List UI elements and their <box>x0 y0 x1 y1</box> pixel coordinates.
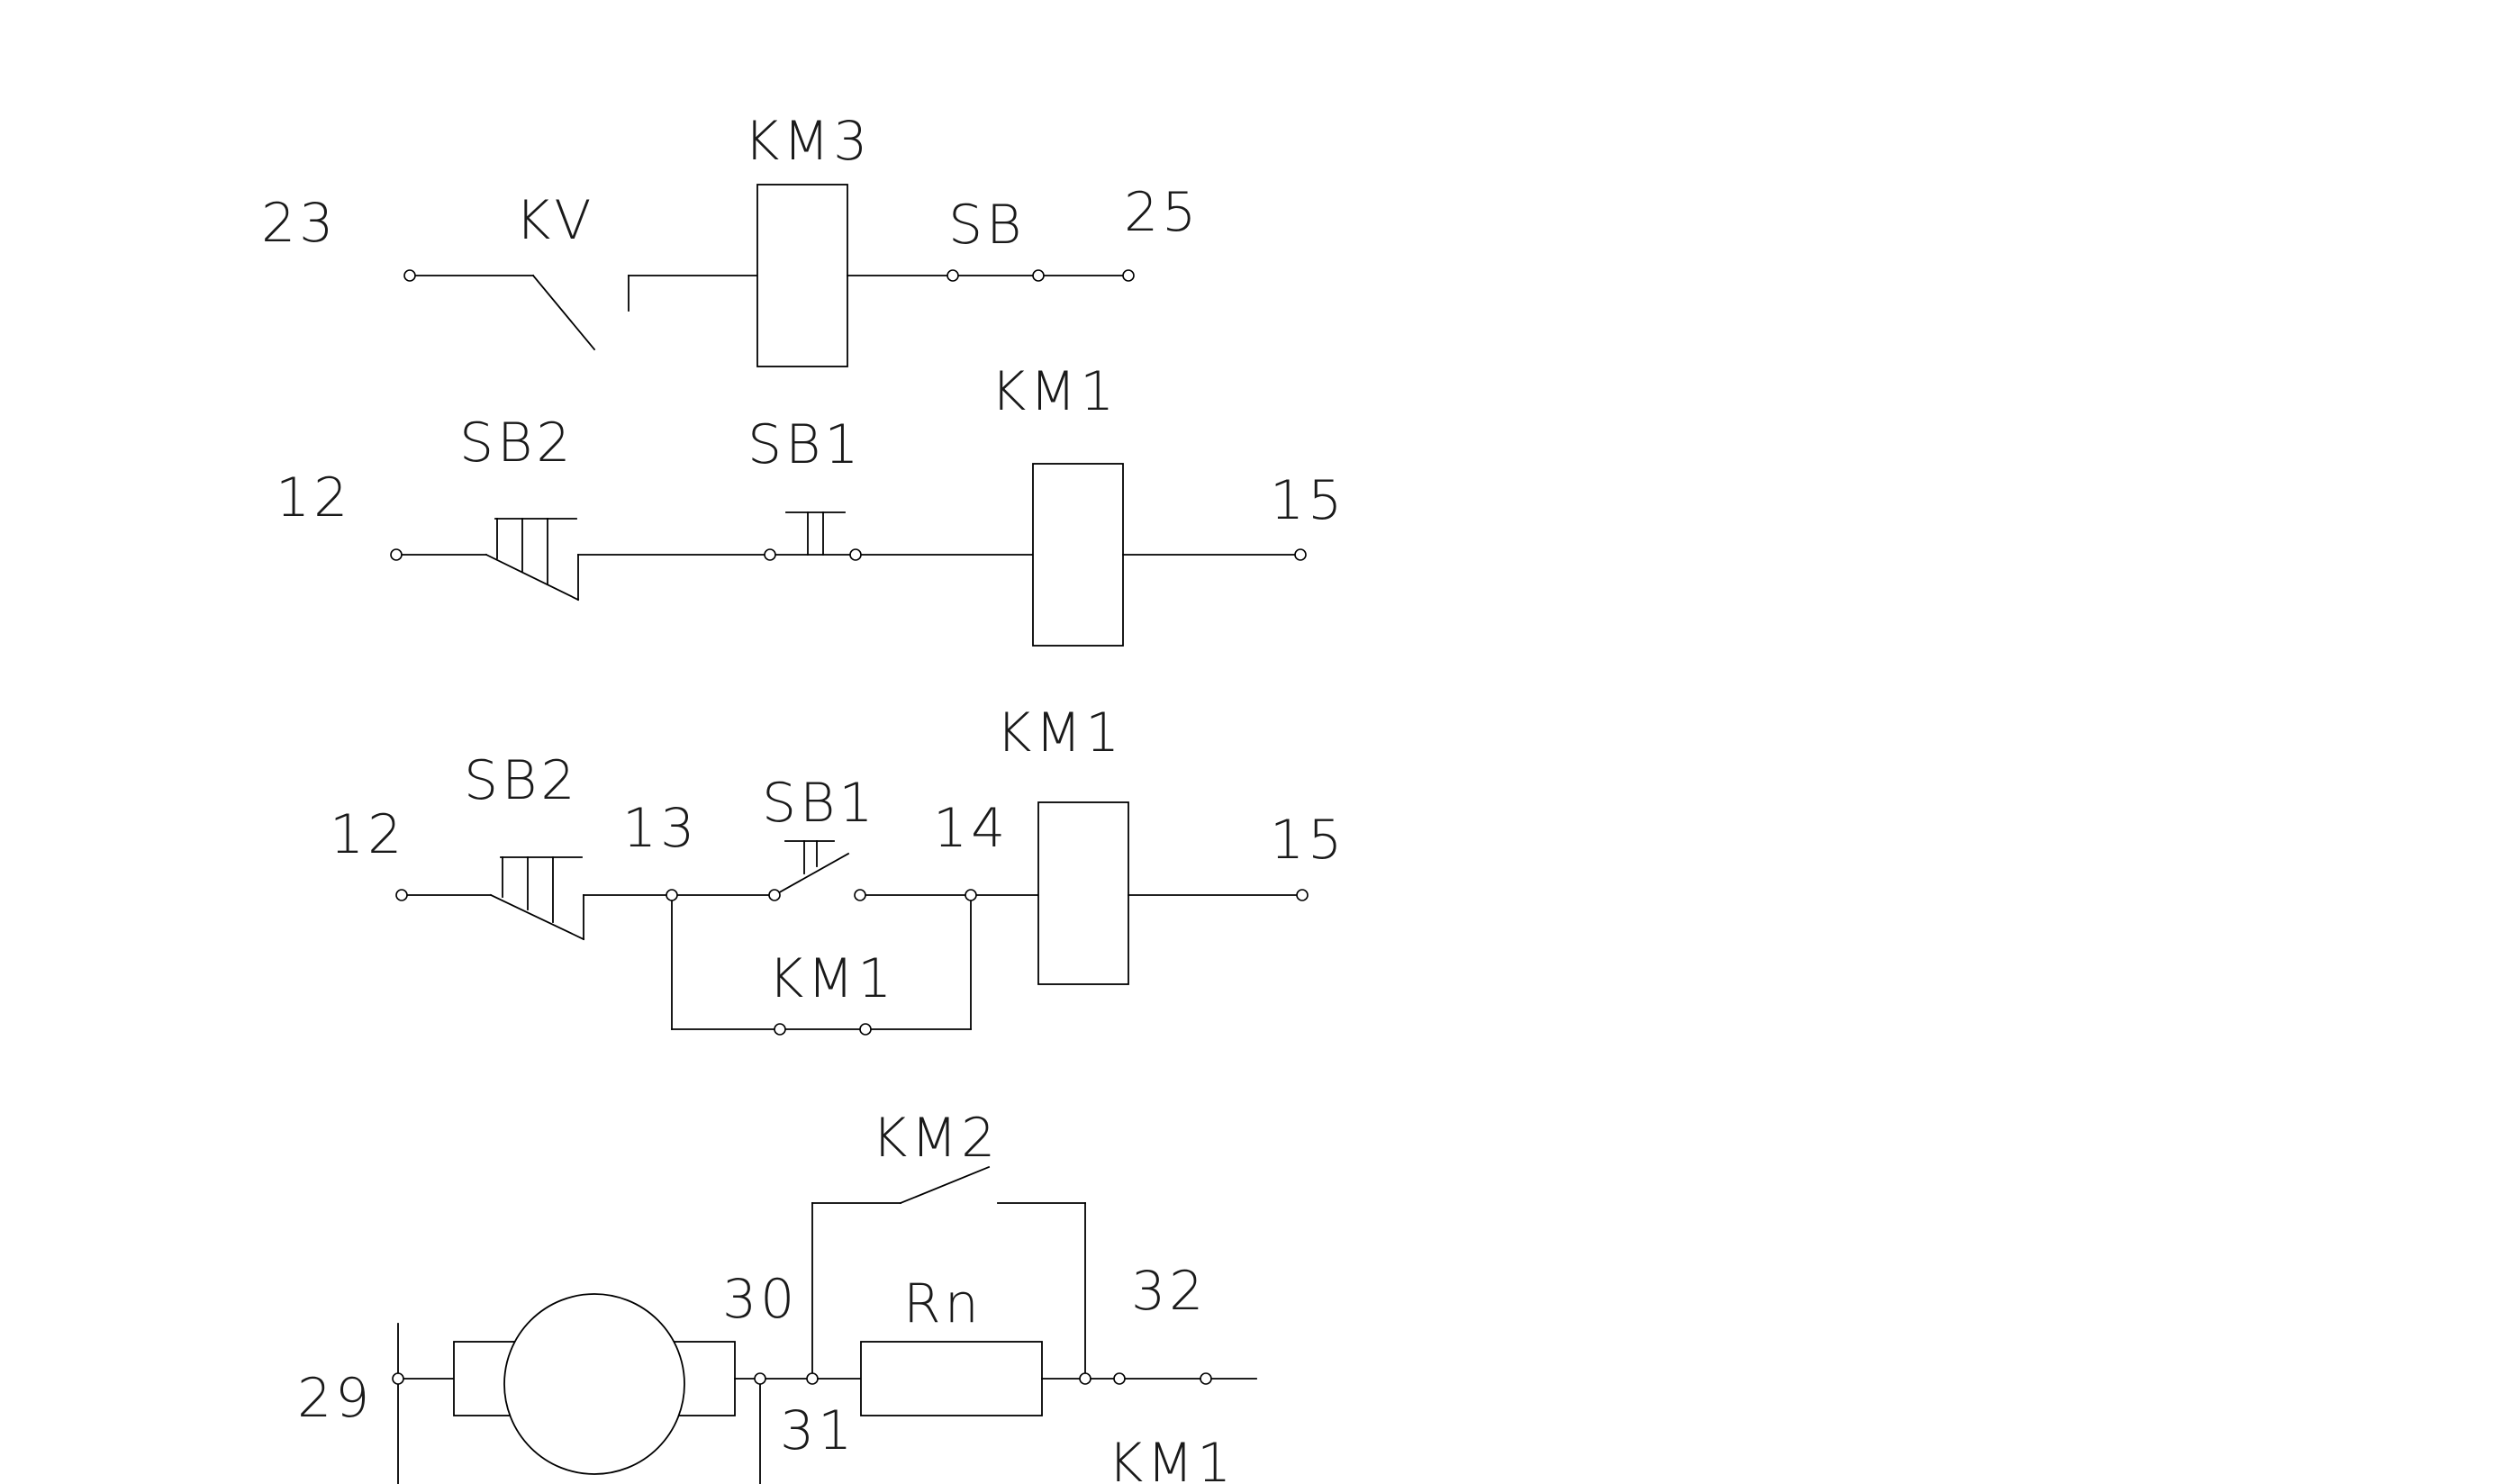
sb1-button-label: SB1 <box>747 413 863 476</box>
kv-contact-blade <box>531 274 596 351</box>
sb2-button-label: SB2 <box>464 749 579 812</box>
terminal <box>1294 548 1307 561</box>
terminal <box>1122 269 1135 282</box>
resistor-label: Rn <box>903 1272 983 1335</box>
terminal <box>849 548 862 561</box>
row-3-circuit: 12 SB2 13 SB1 14 KM1 15 KM1 <box>330 701 1345 1036</box>
km1-hold-contact-label: KM1 <box>768 947 895 1010</box>
node-label-12: 12 <box>330 803 405 866</box>
sb2-button-label: SB2 <box>459 412 575 475</box>
terminal <box>403 269 416 282</box>
km1-coil-label: KM1 <box>996 701 1123 765</box>
sb2-stop-button <box>485 518 580 602</box>
terminal <box>754 1372 766 1385</box>
sb1-start-button <box>769 511 856 556</box>
terminal <box>965 889 977 901</box>
terminal <box>395 889 408 901</box>
terminal <box>1200 1372 1212 1385</box>
km1-contact-label: KM1 <box>1108 1432 1235 1484</box>
node-label-13: 13 <box>622 797 698 860</box>
node-label-23: 23 <box>261 192 337 255</box>
km2-bypass-branch <box>811 1165 1086 1380</box>
kv-contact-label: KV <box>515 189 594 252</box>
terminal <box>1032 269 1045 282</box>
resistor-rn <box>860 1341 1043 1416</box>
terminal <box>1113 1372 1126 1385</box>
terminal <box>390 548 403 561</box>
node-label-29: 29 <box>297 1367 373 1430</box>
terminal <box>854 889 866 901</box>
terminal <box>768 889 781 901</box>
terminal <box>666 889 678 901</box>
motor <box>453 1293 736 1475</box>
node-label-15: 15 <box>1270 469 1345 532</box>
node-label-31: 31 <box>780 1399 856 1462</box>
sb-switch-label: SB <box>948 194 1025 257</box>
row-1-circuit: 23 KV KM3 SB 25 <box>261 110 1200 367</box>
km1-coil <box>1032 463 1124 647</box>
node-label-30: 30 <box>722 1268 798 1331</box>
km3-coil-label: KM3 <box>744 110 871 173</box>
terminal <box>1079 1372 1091 1385</box>
sb1-start-button <box>773 840 850 897</box>
terminal <box>392 1372 404 1385</box>
terminal <box>774 1023 786 1036</box>
terminal <box>859 1023 872 1036</box>
terminal <box>1296 889 1309 901</box>
row-4-circuit: KM2 29 M 30 Rn 32 31 KM1 <box>297 1107 1257 1484</box>
km3-coil <box>756 184 848 367</box>
km1-coil <box>1037 801 1129 985</box>
terminal <box>947 269 959 282</box>
node-label-32: 32 <box>1131 1260 1207 1323</box>
terminal <box>764 548 776 561</box>
km1-hold-contact-branch <box>671 894 972 1030</box>
node-label-12: 12 <box>276 466 351 529</box>
node-label-15: 15 <box>1270 809 1345 872</box>
node-label-25: 25 <box>1124 181 1200 244</box>
km2-contact-label: KM2 <box>872 1107 999 1170</box>
km1-coil-label: KM1 <box>991 360 1118 423</box>
sb1-button-label: SB1 <box>762 772 877 835</box>
terminal <box>806 1372 819 1385</box>
row-2-circuit: 12 SB2 SB1 KM1 15 <box>276 360 1345 647</box>
sb2-stop-button <box>489 856 585 941</box>
node-label-14: 14 <box>933 797 1009 860</box>
